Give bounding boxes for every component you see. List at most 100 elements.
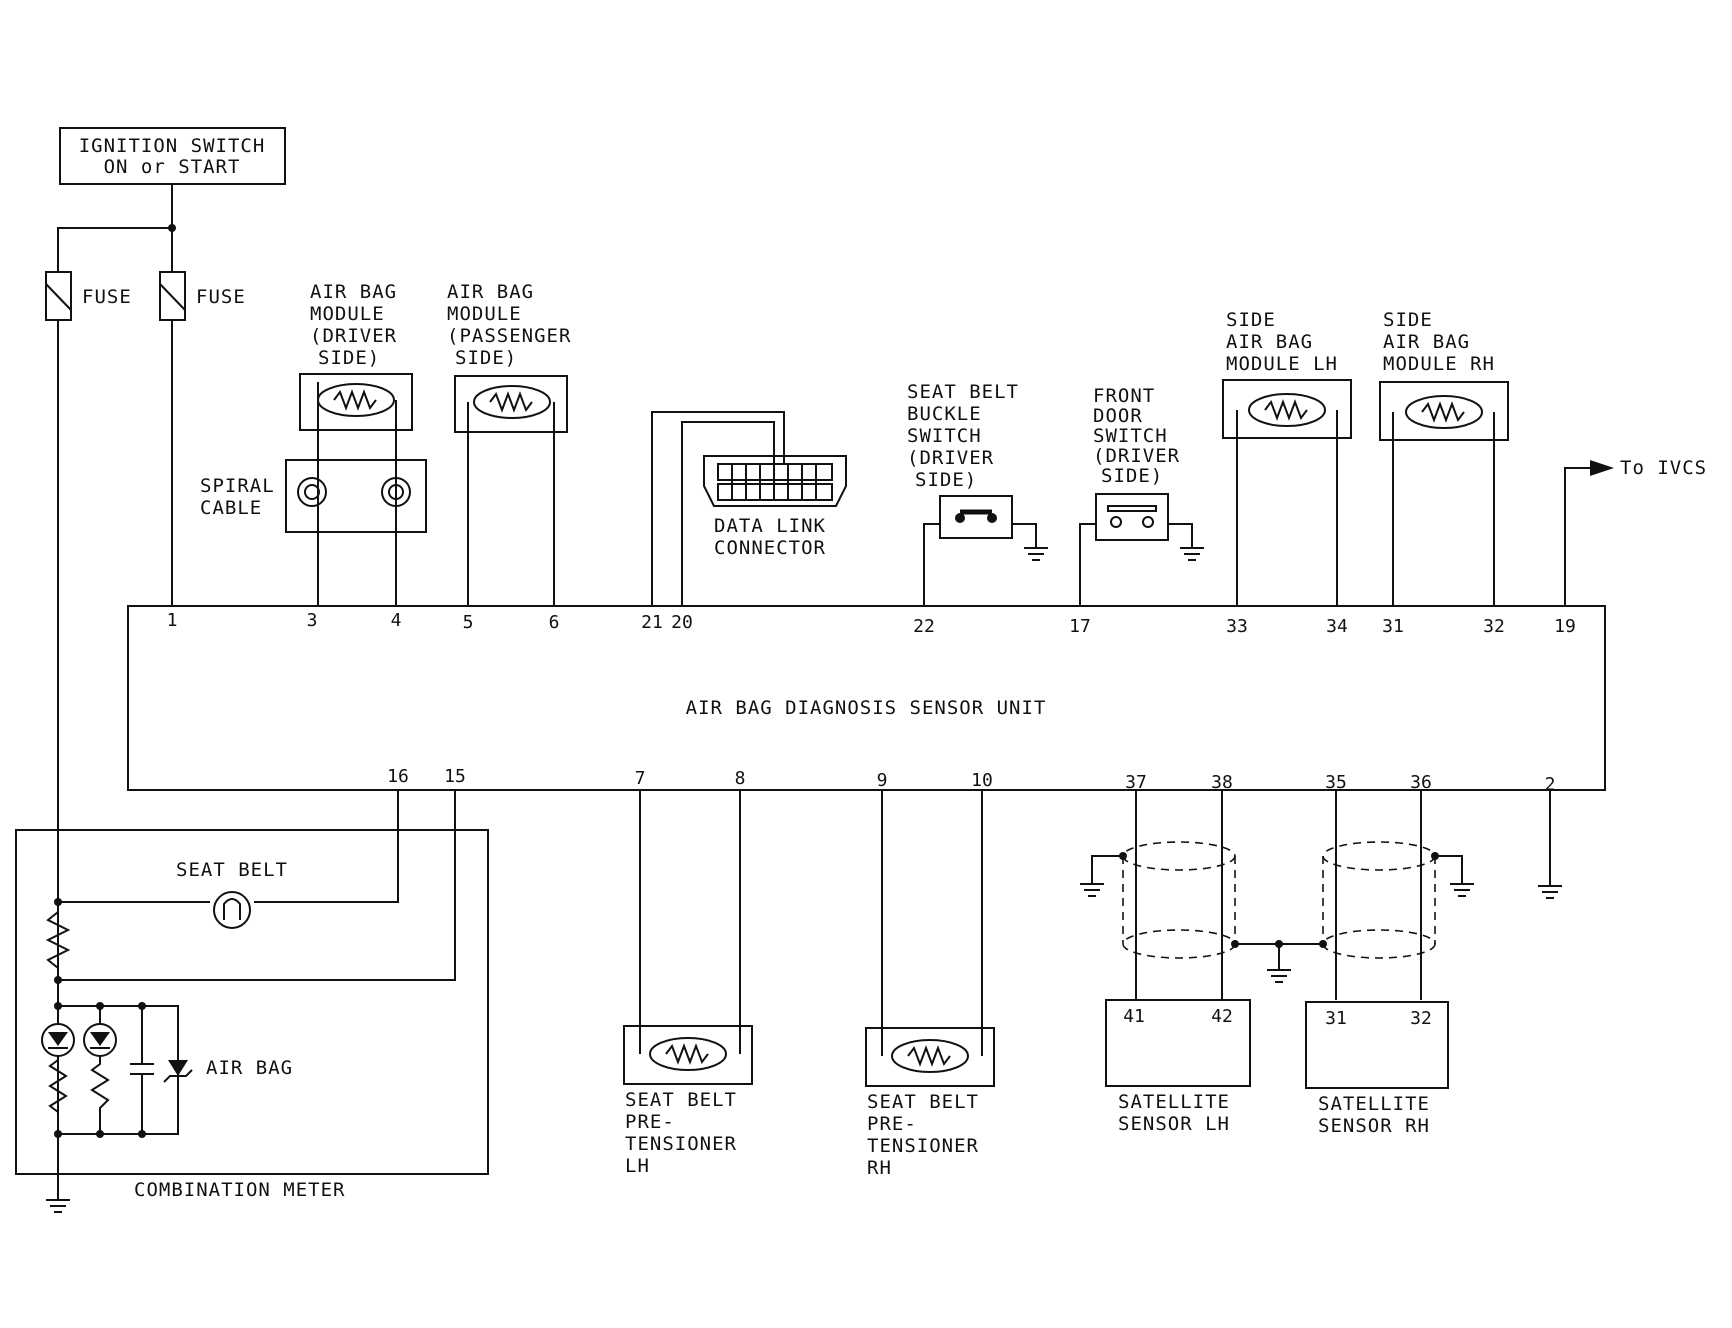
- pin-6: 6: [549, 612, 560, 633]
- ground-shield-lh: [1080, 883, 1104, 897]
- seat-belt-buckle-switch: SEAT BELT BUCKLE SWITCH (DRIVER SIDE): [907, 381, 1019, 539]
- front-door-switch: FRONT DOOR SWITCH (DRIVER SIDE): [1093, 385, 1180, 541]
- ignition-switch: IGNITION SWITCH ON or START: [59, 127, 286, 185]
- satellite-sensor-rh: 31 32 SATELLITE SENSOR RH: [1305, 1001, 1449, 1137]
- pretensioner-lh-label-4: LH: [625, 1155, 650, 1177]
- ignition-switch-label-2: ON or START: [104, 156, 241, 178]
- airbag-module-passenger: AIR BAG MODULE (PASSENGER SIDE): [447, 281, 571, 433]
- ground-shield-center: [1267, 969, 1291, 983]
- side-airbag-module-rh: SIDE AIR BAG MODULE RH: [1379, 309, 1509, 441]
- pretensioner-rh-label-4: RH: [867, 1157, 892, 1179]
- door-label-3: SWITCH: [1093, 425, 1168, 447]
- fuse-2: FUSE: [159, 271, 246, 321]
- combination-meter: COMBINATION METER: [15, 829, 489, 1201]
- to-ivcs-label: To IVCS: [1620, 457, 1707, 479]
- pin-21: 21: [641, 612, 663, 633]
- sensor-unit: AIR BAG DIAGNOSIS SENSOR UNIT: [127, 605, 1606, 791]
- side-airbag-module-lh: SIDE AIR BAG MODULE LH: [1222, 309, 1352, 439]
- side-rh-label-1: SIDE: [1383, 309, 1433, 331]
- spiral-cable-label-2: CABLE: [200, 497, 262, 519]
- buckle-label-3: SWITCH: [907, 425, 982, 447]
- seat-belt-lamp-label: SEAT BELT: [176, 859, 288, 881]
- fuse-1-label: FUSE: [82, 286, 132, 308]
- side-lh-label-1: SIDE: [1226, 309, 1276, 331]
- pin-35: 35: [1325, 772, 1347, 793]
- side-rh-label-2: AIR BAG: [1383, 331, 1470, 353]
- pin-9: 9: [877, 770, 888, 791]
- pin-22: 22: [913, 616, 935, 637]
- pretensioner-lh: SEAT BELT PRE- TENSIONER LH: [623, 1025, 753, 1177]
- pin-33: 33: [1226, 616, 1248, 637]
- ground-buckle: [1024, 547, 1048, 561]
- satellite-rh-label-2: SENSOR RH: [1318, 1115, 1430, 1137]
- ground-door: [1180, 547, 1204, 561]
- airbag-passenger-label-3: (PASSENGER: [447, 325, 571, 347]
- buckle-label-1: SEAT BELT: [907, 381, 1019, 403]
- sensor-unit-label: AIR BAG DIAGNOSIS SENSOR UNIT: [686, 697, 1047, 719]
- door-label-4: (DRIVER: [1093, 445, 1180, 467]
- pretensioner-rh: SEAT BELT PRE- TENSIONER RH: [865, 1027, 995, 1179]
- ignition-switch-label-1: IGNITION SWITCH: [79, 135, 266, 157]
- satellite-lh-label-1: SATELLITE: [1118, 1091, 1230, 1113]
- pin-3: 3: [307, 610, 318, 631]
- bottom-pins: 16 15 7 8 9 10 37 38 35 36 2: [387, 766, 1555, 795]
- airbag-passenger-label-4: SIDE): [455, 347, 517, 369]
- side-rh-label-3: MODULE RH: [1383, 353, 1495, 375]
- sat-lh-pin-41: 41: [1123, 1006, 1145, 1027]
- pin-2: 2: [1545, 774, 1556, 795]
- pretensioner-rh-label-1: SEAT BELT: [867, 1091, 979, 1113]
- ground-pin-2: [1538, 885, 1562, 899]
- pin-8: 8: [735, 768, 746, 789]
- pin-5: 5: [463, 612, 474, 633]
- pretensioner-lh-label-1: SEAT BELT: [625, 1089, 737, 1111]
- satellite-lh-label-2: SENSOR LH: [1118, 1113, 1230, 1135]
- air-bag-lamp-label: AIR BAG: [206, 1057, 293, 1079]
- pin-34: 34: [1326, 616, 1348, 637]
- seat-belt-lamp: SEAT BELT: [176, 859, 288, 929]
- pin-20: 20: [671, 612, 693, 633]
- pretensioner-rh-label-3: TENSIONER: [867, 1135, 979, 1157]
- side-lh-label-2: AIR BAG: [1226, 331, 1313, 353]
- ground-meter: [46, 1199, 70, 1213]
- pin-4: 4: [391, 610, 402, 631]
- sat-lh-pin-42: 42: [1211, 1006, 1233, 1027]
- spiral-cable-label-1: SPIRAL: [200, 475, 275, 497]
- pin-15: 15: [444, 766, 466, 787]
- door-label-5: SIDE): [1101, 465, 1163, 487]
- door-label-1: FRONT: [1093, 385, 1155, 407]
- data-link-label-2: CONNECTOR: [714, 537, 826, 559]
- ground-shield-rh: [1450, 883, 1474, 897]
- pretensioner-rh-label-2: PRE-: [867, 1113, 917, 1135]
- buckle-label-2: BUCKLE: [907, 403, 982, 425]
- pin-38: 38: [1211, 772, 1233, 793]
- side-lh-label-3: MODULE LH: [1226, 353, 1338, 375]
- airbag-warning-circuit: AIR BAG: [41, 1002, 293, 1138]
- pin-32: 32: [1483, 616, 1505, 637]
- pin-37: 37: [1125, 772, 1147, 793]
- data-link-connector: DATA LINK CONNECTOR: [703, 455, 847, 559]
- pretensioner-lh-label-2: PRE-: [625, 1111, 675, 1133]
- airbag-passenger-label-1: AIR BAG: [447, 281, 534, 303]
- pin-10: 10: [971, 770, 993, 791]
- sat-rh-pin-31: 31: [1325, 1008, 1347, 1029]
- pin-16: 16: [387, 766, 409, 787]
- airbag-passenger-label-2: MODULE: [447, 303, 522, 325]
- sat-rh-pin-32: 32: [1410, 1008, 1432, 1029]
- pin-1: 1: [167, 610, 178, 631]
- pin-36: 36: [1410, 772, 1432, 793]
- airbag-driver-label-1: AIR BAG: [310, 281, 397, 303]
- spiral-cable: SPIRAL CABLE: [200, 459, 427, 533]
- satellite-rh-label-1: SATELLITE: [1318, 1093, 1430, 1115]
- door-label-2: DOOR: [1093, 405, 1143, 427]
- pin-17: 17: [1069, 616, 1091, 637]
- ivcs-arrow-icon: [1590, 460, 1614, 476]
- buckle-label-5: SIDE): [915, 469, 977, 491]
- pin-31: 31: [1382, 616, 1404, 637]
- airbag-driver-label-4: SIDE): [318, 347, 380, 369]
- combination-meter-label: COMBINATION METER: [134, 1179, 345, 1201]
- fuse-2-label: FUSE: [196, 286, 246, 308]
- airbag-driver-label-3: (DRIVER: [310, 325, 397, 347]
- top-pins: 1 3 4 5 6 21 20 22 17 33 34 31 32 19: [167, 610, 1576, 637]
- fuse-1: FUSE: [45, 271, 132, 321]
